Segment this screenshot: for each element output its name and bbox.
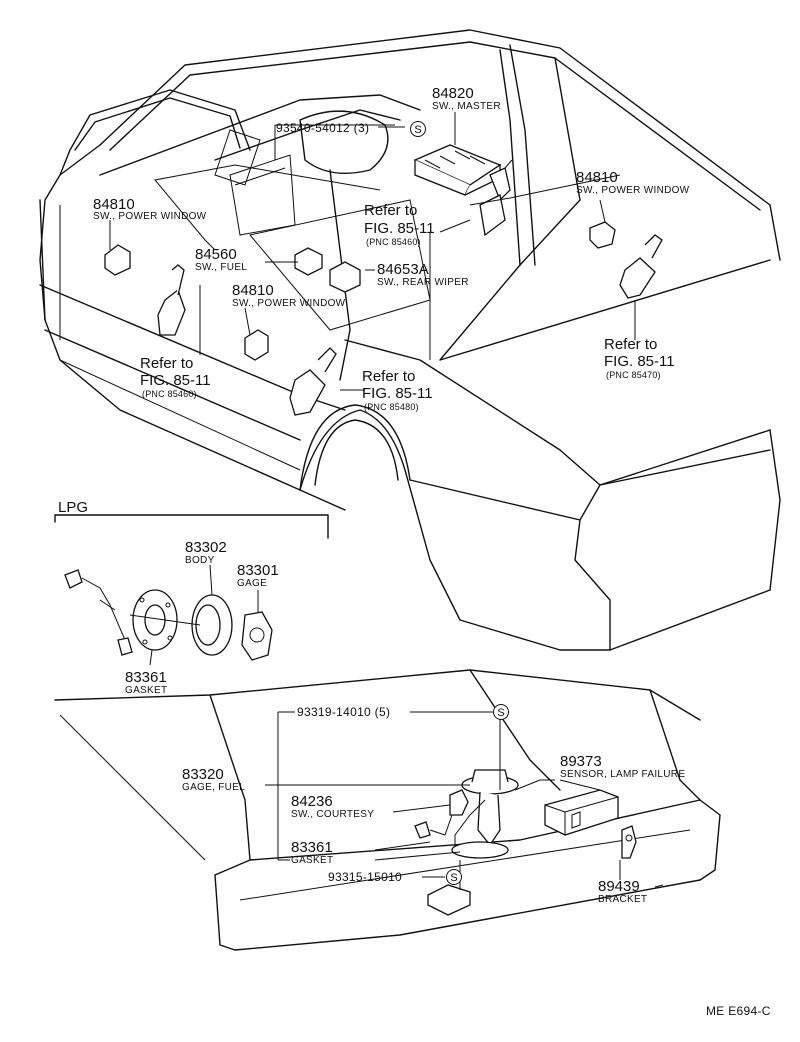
part-number-89439: 89439: [598, 878, 640, 895]
switch-parts: [104, 144, 663, 416]
part-desc-84653a: SW., REAR WIPER: [377, 277, 469, 288]
part-desc-84810-left: SW., POWER WINDOW: [93, 211, 207, 222]
part-number-93540: 93540-54012 (3): [276, 121, 370, 135]
lpg-title: LPG: [58, 499, 89, 516]
refer-to-2-pnc: (PNC 85460): [142, 389, 197, 399]
part-desc-83301: GAGE: [237, 578, 268, 589]
leader-lines-lower: [265, 711, 664, 888]
refer-to-1-line1: Refer to: [364, 202, 418, 219]
s-mark-symbol-2: S: [493, 704, 509, 720]
refer-to-2-line2: FIG. 85-11: [140, 372, 211, 389]
diagram-code: ME E694-C: [706, 1004, 771, 1018]
fuel-gage-assembly: [414, 769, 637, 916]
part-number-84810-right: 84810: [576, 169, 618, 186]
part-desc-84810-right: SW., POWER WINDOW: [576, 185, 690, 196]
refer-to-3-pnc: (PNC 85480): [364, 402, 419, 412]
part-desc-84820: SW., MASTER: [432, 101, 501, 112]
leader-lines-upper: [59, 112, 636, 391]
lpg-inset: [54, 514, 329, 666]
part-desc-89439: BRACKET: [598, 894, 648, 905]
part-desc-83361-lpg: GASKET: [125, 685, 168, 696]
car-rear-outline: [54, 669, 721, 951]
part-number-84810-left: 84810: [93, 196, 135, 213]
refer-to-4-line1: Refer to: [604, 336, 658, 353]
part-desc-84810-center: SW., POWER WINDOW: [232, 298, 346, 309]
part-number-83301: 83301: [237, 562, 279, 579]
part-desc-83302: BODY: [185, 555, 215, 566]
refer-to-1-pnc: (PNC 85460): [366, 237, 421, 247]
part-desc-84560: SW., FUEL: [195, 262, 248, 273]
part-number-83361-lpg: 83361: [125, 669, 167, 686]
part-number-84653a: 84653A: [377, 261, 429, 278]
refer-to-3-line2: FIG. 85-11: [362, 385, 433, 402]
part-number-84810-center: 84810: [232, 282, 274, 299]
part-number-83361-fuel: 83361: [291, 839, 333, 856]
part-number-93315: 93315-15010: [328, 870, 403, 884]
refer-to-4-line2: FIG. 85-11: [604, 353, 675, 370]
refer-to-2-line1: Refer to: [140, 355, 194, 372]
part-number-83320: 83320: [182, 766, 224, 783]
part-desc-89373: SENSOR, LAMP FAILURE: [560, 769, 686, 780]
part-number-89373: 89373: [560, 753, 602, 770]
refer-to-1-line2: FIG. 85-11: [364, 220, 435, 237]
part-number-84236: 84236: [291, 793, 333, 810]
part-number-83302: 83302: [185, 539, 227, 556]
part-desc-83320: GAGE, FUEL: [182, 782, 246, 793]
part-number-84560: 84560: [195, 246, 237, 263]
car-body-outline: [39, 29, 781, 651]
part-desc-83361-fuel: GASKET: [291, 855, 334, 866]
refer-to-3-line1: Refer to: [362, 368, 416, 385]
s-mark-symbol: S: [410, 121, 426, 137]
part-number-84820: 84820: [432, 85, 474, 102]
part-number-93319: 93319-14010 (5): [297, 705, 391, 719]
part-desc-84236: SW., COURTESY: [291, 809, 375, 820]
s-mark-symbol-3: S: [446, 869, 462, 885]
refer-to-4-pnc: (PNC 85470): [606, 370, 661, 380]
